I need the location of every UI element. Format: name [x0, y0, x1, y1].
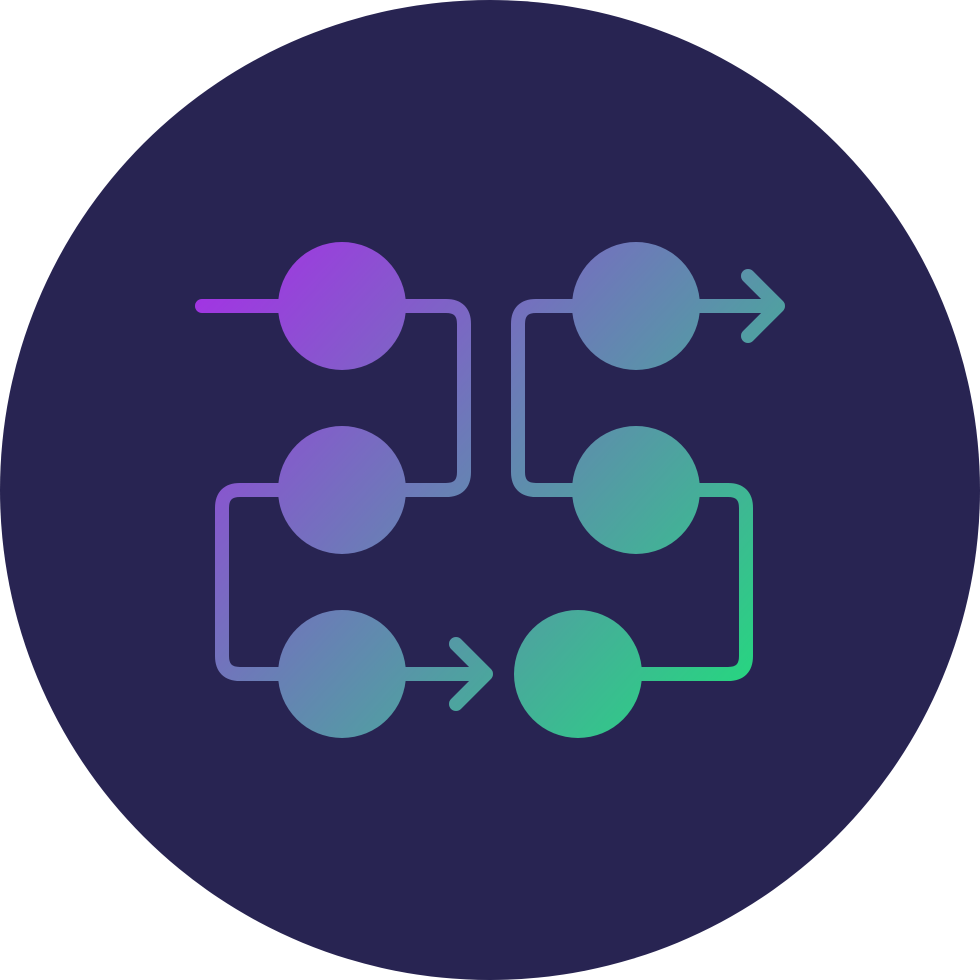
process-nodes [278, 242, 700, 738]
output-arrowhead [741, 269, 785, 343]
process-node-5 [572, 426, 700, 554]
connector-left-bottom [215, 483, 349, 681]
process-node-4 [514, 610, 642, 738]
process-node-1 [278, 242, 406, 370]
process-node-2 [278, 426, 406, 554]
process-node-3 [278, 610, 406, 738]
connector-right-top [511, 299, 643, 497]
connector-right-bottom [571, 483, 753, 681]
middle-arrowhead [449, 637, 493, 711]
connector-left-top [335, 299, 471, 497]
process-node-6 [572, 242, 700, 370]
